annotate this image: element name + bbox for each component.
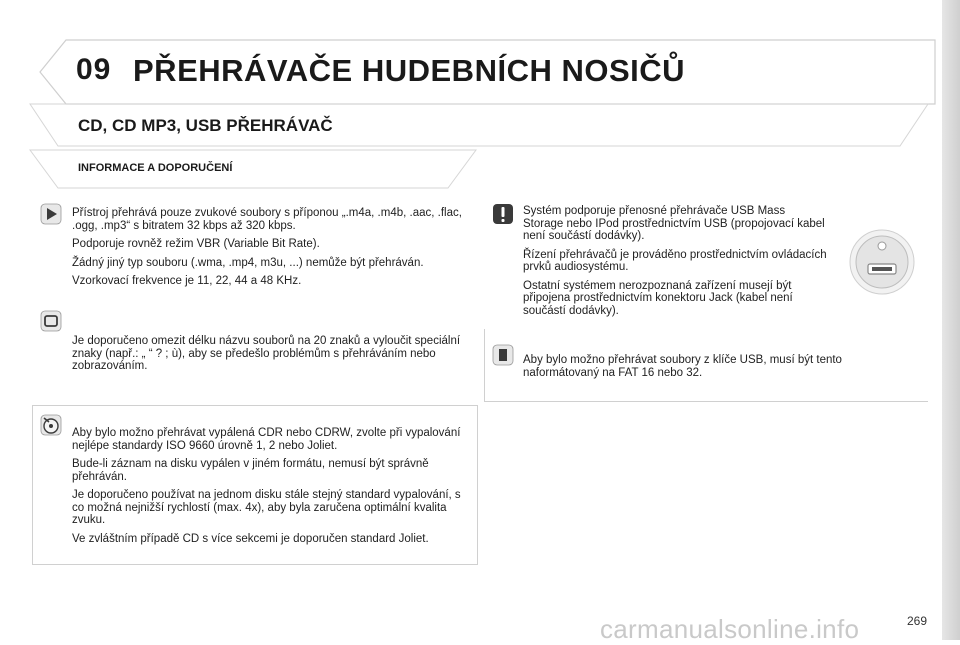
chapter-number: 09 (76, 53, 112, 86)
format-info-line: Přístroj přehrává pouze zvukové soubory … (72, 207, 462, 232)
right-panel-usb-key (484, 329, 928, 402)
cd-info-block: Aby bylo možno přehrávat vypálená CDR ne… (72, 427, 472, 551)
chapter-title: PŘEHRÁVAČE HUDEBNÍCH NOSIČŮ (133, 53, 686, 88)
display-icon (40, 310, 62, 332)
format-info-line: Vzorkovací frekvence je 11, 22, 44 a 48 … (72, 275, 302, 287)
left-panel-filename (32, 299, 476, 406)
section-header-frame (29, 103, 929, 147)
section-subtitle: INFORMACE A DOPORUČENÍ (78, 162, 233, 174)
cd-info-line: Ve zvláštním případě CD s více sekcemi j… (72, 532, 429, 545)
usb-info-line: Řízení přehrávačů je prováděno prostředn… (523, 248, 827, 274)
left-panel-cd (32, 405, 478, 565)
filename-info-block: Je doporučeno omezit délku názvu souborů… (72, 335, 472, 379)
play-icon (40, 203, 62, 225)
usb-info-line: Systém podporuje přenosné přehrávače USB… (523, 205, 825, 242)
cd-info-line: Aby bylo možno přehrávat vypálená CDR ne… (72, 427, 461, 452)
subtitle-frame (29, 149, 477, 189)
page-number: 269 (907, 614, 928, 628)
warning-icon (493, 204, 513, 224)
format-info-line: Podporuje rovněž režim VBR (Variable Bit… (72, 238, 320, 250)
usb-info-line: Ostatní systémem nerozpoznaná zařízení m… (523, 279, 793, 317)
usb-key-info-block: Aby bylo možno přehrávat soubory z klíče… (523, 354, 903, 385)
watermark-url: carmanualsonline.info (600, 614, 860, 644)
cd-disc-icon (40, 414, 62, 436)
cd-info-line: Bude-li záznam na disku vypálen v jiném … (72, 458, 429, 483)
format-info-block: Přístroj přehrává pouze zvukové soubory … (72, 207, 472, 294)
cd-info-line: Je doporučeno používat na jednom disku s… (72, 489, 461, 526)
usb-port-icon (849, 229, 915, 295)
filename-info-line: Je doporučeno omezit délku názvu souborů… (72, 335, 461, 372)
note-icon (492, 344, 514, 366)
format-info-line: Žádný jiný typ souboru (.wma, .mp4, m3u,… (72, 256, 424, 269)
usb-key-info-line: Aby bylo možno přehrávat soubory z klíče… (523, 354, 842, 379)
usb-info-block: Systém podporuje přenosné přehrávače USB… (523, 205, 828, 323)
section-title: CD, CD MP3, USB PŘEHRÁVAČ (78, 116, 333, 135)
page-edge-strip (942, 0, 960, 640)
